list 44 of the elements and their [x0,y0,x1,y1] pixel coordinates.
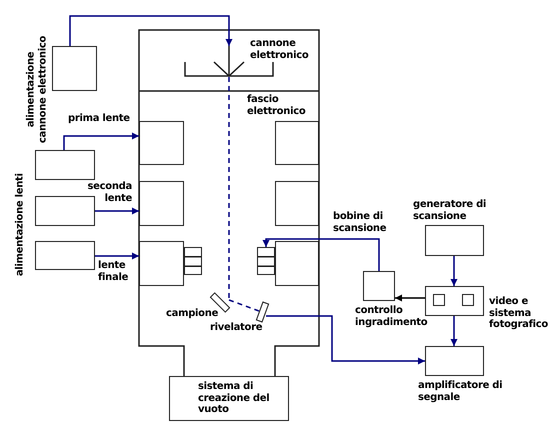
arrow [95,208,139,214]
edge-label: seconda lente [86,181,132,204]
vacuum-chamber-box [169,376,289,421]
node-caption: video e sistema fotografico [489,296,549,330]
text-label: alimentazione lenti [14,172,26,278]
arrow [69,15,232,46]
text-label: fascio elettronico [247,94,306,117]
box [275,241,319,286]
edge-label: prima lente [68,113,131,124]
box [275,181,319,226]
box [425,225,484,256]
node-caption: cannone elettronico [250,38,310,61]
monitor-box [425,286,484,316]
arrow [395,294,425,302]
edge-label: lente finale [98,260,130,283]
box [139,121,184,165]
node-caption: controllo ingradimento [355,305,428,328]
node-caption: rivelatore [210,322,264,334]
node-caption: alimentazione cannone elettronico [26,34,48,146]
coil-drawing [257,247,275,275]
arrow [262,238,380,271]
box [139,181,184,226]
box [363,271,395,301]
box [52,46,97,91]
node-caption: amplificatore di segnale [418,380,504,403]
specimen-plate [256,301,270,323]
arrow [450,316,458,346]
beam-line [228,77,230,299]
box [425,346,484,376]
beam-line [228,299,260,312]
box [35,241,95,270]
text-label: bobine di scansione [333,211,388,234]
arrow [95,252,139,260]
arrow [450,256,458,286]
box [139,241,184,286]
box [275,121,319,165]
node-caption: generatore di scansione [413,199,488,222]
coil-drawing [184,247,202,275]
node-caption: campione [166,308,216,320]
box [35,196,95,226]
box [35,150,95,180]
arrow [266,315,425,364]
node-text: sistema di creazione del vuoto [198,381,270,416]
arrow [63,132,139,150]
